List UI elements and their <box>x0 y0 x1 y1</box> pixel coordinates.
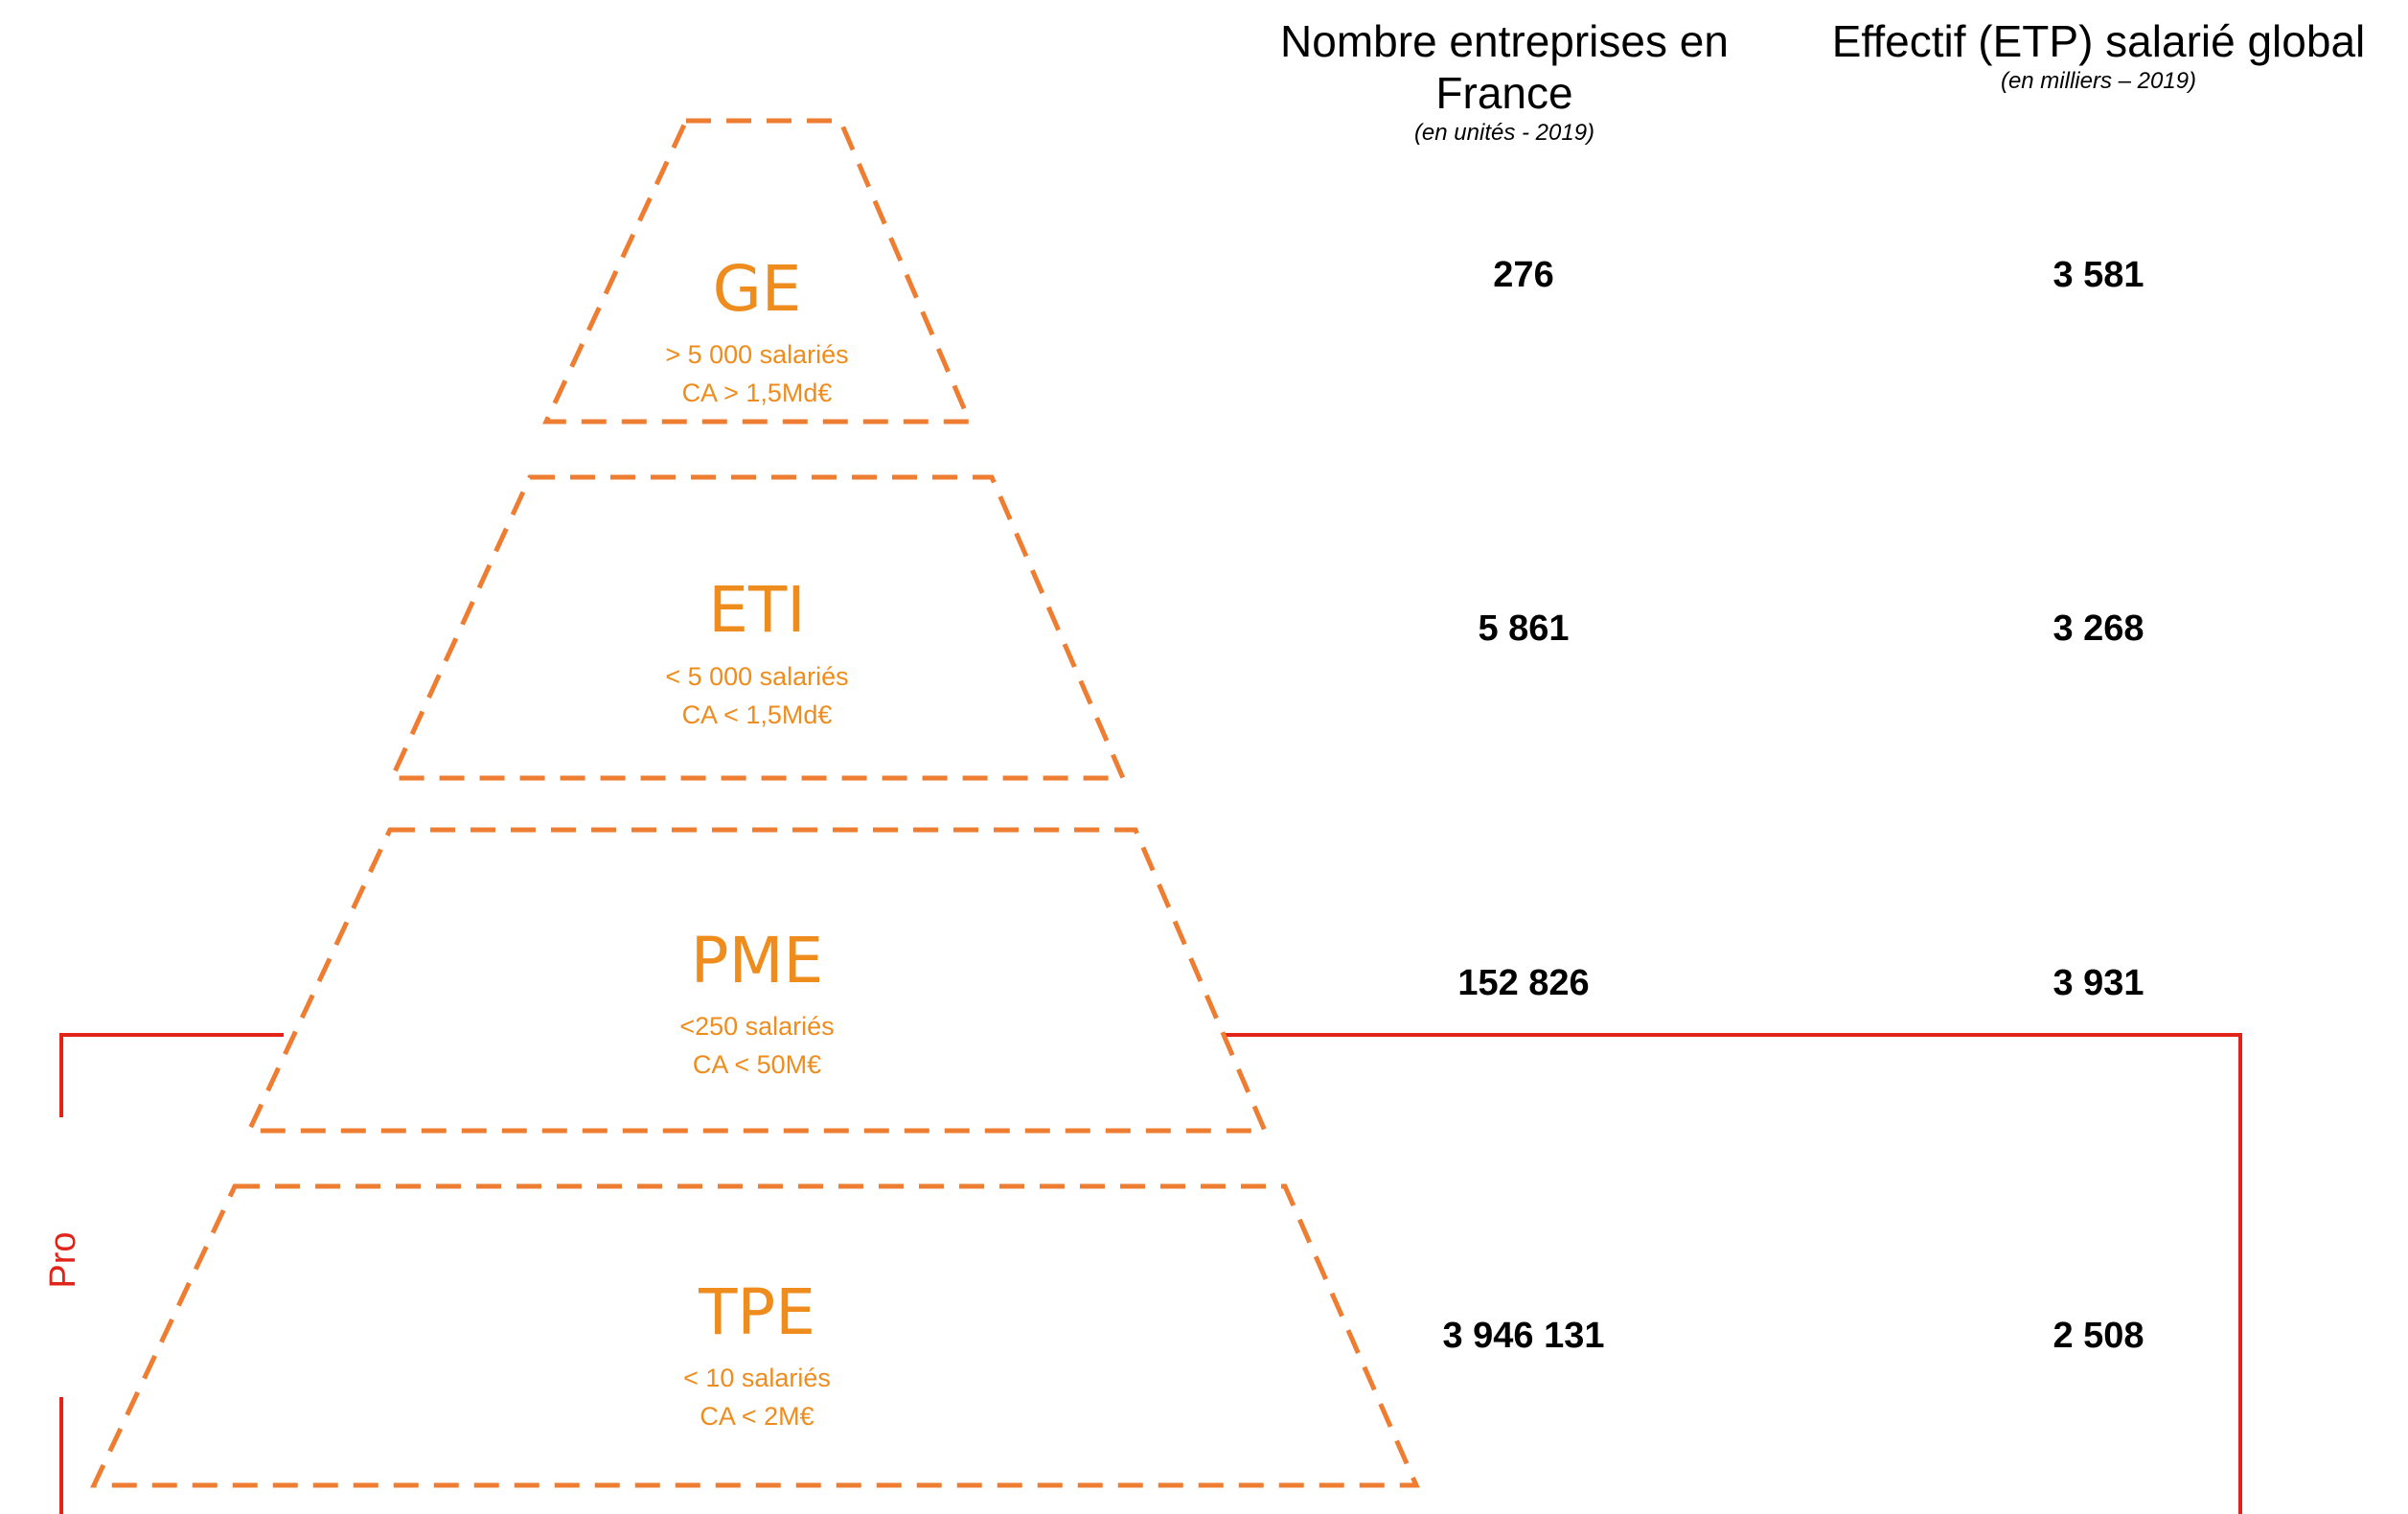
level-desc-pme: <250 salariés CA < 50M€ <box>575 1007 939 1084</box>
header-companies: Nombre entreprises en France (en unités … <box>1246 15 1763 148</box>
trapezoid-tpe <box>90 1183 1420 1488</box>
pro-group-label: Pro <box>43 1231 83 1289</box>
level-employees-ge: > 5 000 salariés <box>665 340 849 369</box>
level-name-pme: PME <box>690 924 824 998</box>
level-employees-eti: < 5 000 salariés <box>665 662 849 691</box>
companies-value-eti: 5 861 <box>1478 608 1570 649</box>
level-revenue-ge: CA > 1,5Md€ <box>681 378 833 407</box>
trapezoid-pme <box>245 827 1269 1134</box>
header-workforce: Effectif (ETP) salarié global (en millie… <box>1801 15 2396 96</box>
companies-value-pme: 152 826 <box>1457 963 1590 1003</box>
trapezoid-eti <box>388 474 1127 781</box>
pro-frame-top-left <box>59 1033 284 1117</box>
workforce-value-ge: 3 581 <box>2053 255 2144 295</box>
pro-frame-main <box>59 1033 2242 1514</box>
level-revenue-pme: CA < 50M€ <box>692 1050 822 1079</box>
header-companies-title: Nombre entreprises en France <box>1280 16 1729 118</box>
companies-value-tpe: 3 946 131 <box>1442 1316 1605 1356</box>
header-workforce-unit: (en milliers – 2019) <box>2000 68 2197 94</box>
level-desc-ge: > 5 000 salariés CA > 1,5Md€ <box>575 335 939 412</box>
level-revenue-tpe: CA < 2M€ <box>699 1402 814 1431</box>
level-desc-tpe: < 10 salariés CA < 2M€ <box>575 1359 939 1435</box>
level-name-eti: ETI <box>708 573 806 647</box>
pro-group-frame <box>59 1033 2242 1514</box>
level-name-ge: GE <box>712 252 802 326</box>
workforce-value-eti: 3 268 <box>2053 608 2144 649</box>
level-employees-tpe: < 10 salariés <box>683 1364 831 1392</box>
workforce-value-tpe: 2 508 <box>2053 1316 2144 1356</box>
companies-value-ge: 276 <box>1493 255 1554 295</box>
header-workforce-title: Effectif (ETP) salarié global <box>1831 16 2366 66</box>
header-companies-unit: (en unités - 2019) <box>1413 120 1595 146</box>
level-name-tpe: TPE <box>699 1275 815 1349</box>
level-revenue-eti: CA < 1,5Md€ <box>681 700 833 729</box>
trapezoid-ge <box>542 118 974 424</box>
level-desc-eti: < 5 000 salariés CA < 1,5Md€ <box>575 657 939 734</box>
level-employees-pme: <250 salariés <box>679 1012 835 1041</box>
workforce-value-pme: 3 931 <box>2053 963 2144 1003</box>
